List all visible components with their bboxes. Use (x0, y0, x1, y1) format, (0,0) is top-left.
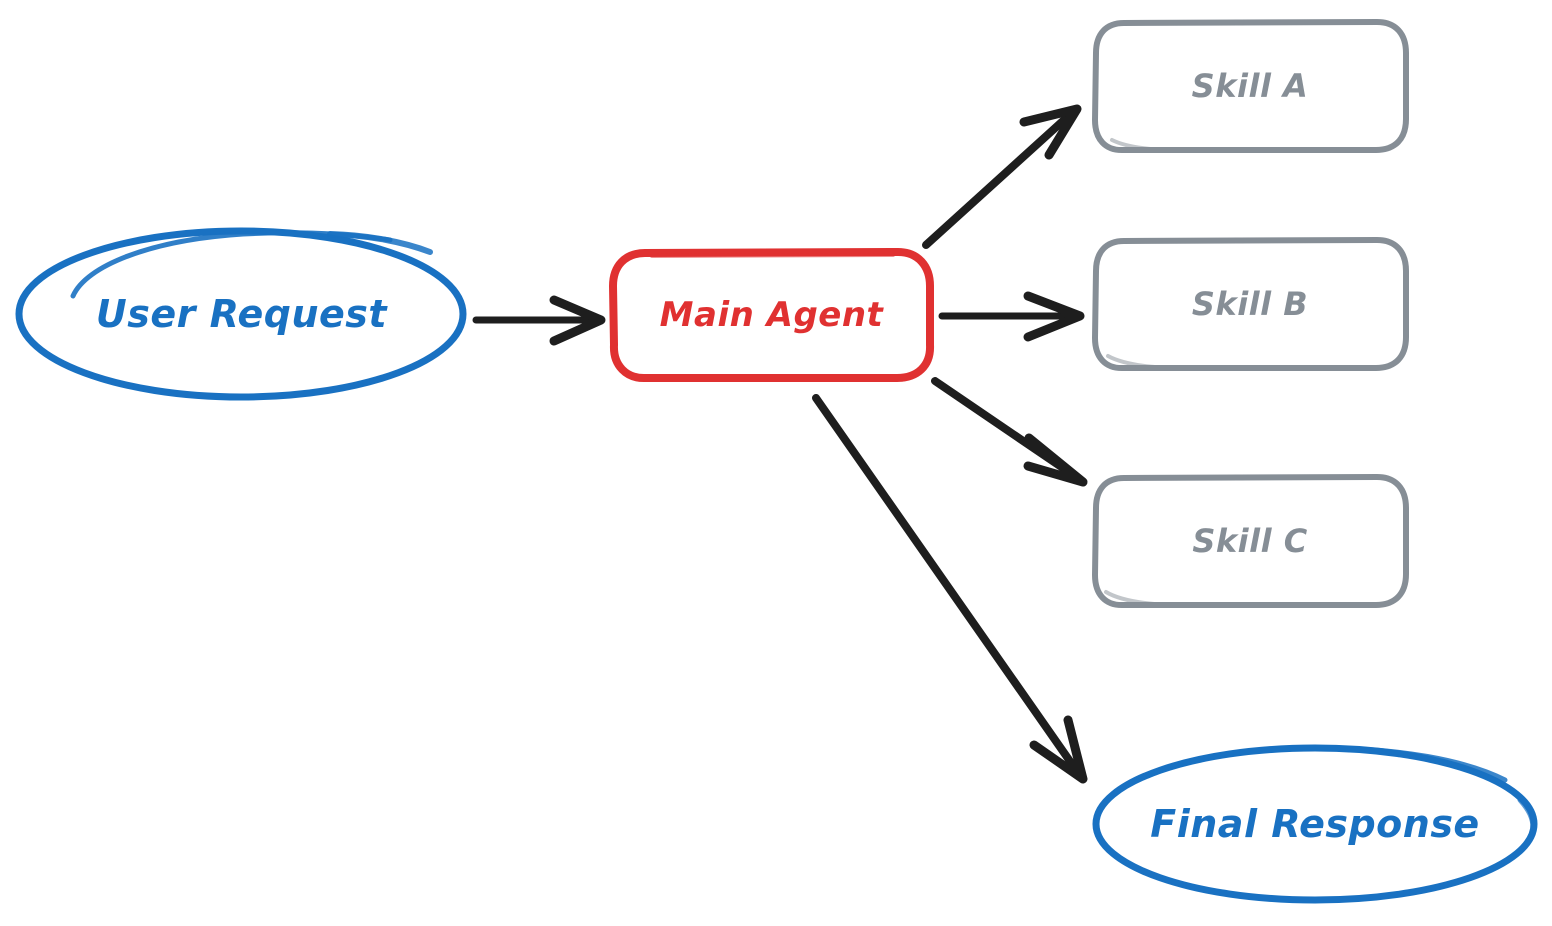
node-label-final-response: Final Response (1150, 801, 1480, 846)
edge-agent-to-final (812, 394, 1088, 784)
edge-user-to-agent (472, 295, 606, 346)
node-label-user-request: User Request (95, 291, 388, 336)
edge-agent-to-skill-a (922, 104, 1082, 249)
node-label-skill-a: Skill A (1191, 67, 1309, 105)
node-shape-skill-b[interactable] (1092, 237, 1409, 372)
node-label-skill-b: Skill B (1191, 285, 1309, 323)
edge-agent-to-skill-c (931, 377, 1088, 487)
node-shape-user-request[interactable] (15, 227, 467, 401)
node-label-skill-c: Skill C (1192, 522, 1308, 560)
node-shape-main-agent[interactable] (609, 248, 934, 382)
node-shape-final-response[interactable] (1092, 744, 1538, 904)
edge-agent-to-skill-b (938, 291, 1085, 342)
node-shape-skill-a[interactable] (1092, 19, 1409, 154)
node-shape-skill-c[interactable] (1092, 474, 1409, 609)
node-label-main-agent: Main Agent (659, 295, 884, 335)
